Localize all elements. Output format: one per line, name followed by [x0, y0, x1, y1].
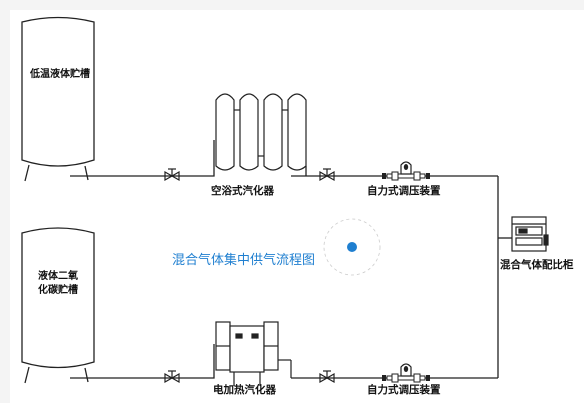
regulator-top[interactable] — [381, 161, 431, 181]
tank-co2 — [21, 227, 95, 384]
indicator-dot — [323, 218, 381, 276]
tank-co2-label-line2: 化碳贮槽 — [38, 284, 78, 296]
diagram-title: 混合气体集中供气流程图 — [172, 253, 316, 268]
valve-bottom-left[interactable] — [164, 370, 180, 383]
tank-cryogenic-label: 低温液体贮槽 — [30, 69, 90, 80]
tank-co2-label-line1: 液体二氧 — [38, 271, 78, 282]
regulator-bottom[interactable] — [381, 363, 431, 383]
vaporizer-air-bath — [215, 93, 307, 171]
mixing-cabinet-label: 混合气体配比柜 — [500, 259, 574, 271]
valve-top-right[interactable] — [319, 168, 335, 181]
regulator-top-label: 自力式调压装置 — [367, 185, 441, 197]
vaporizer-air-bath-label: 空浴式汽化器 — [211, 185, 274, 197]
tank-cryogenic — [21, 16, 95, 182]
vaporizer-electric — [215, 321, 292, 386]
valve-bottom-right[interactable] — [319, 370, 335, 383]
regulator-bottom-label: 自力式调压装置 — [367, 384, 441, 396]
mixing-cabinet — [511, 216, 549, 252]
vaporizer-electric-label: 电加热汽化器 — [213, 384, 276, 396]
tank-co2-label: 液体二氧 化碳贮槽 — [22, 270, 94, 297]
diagram-canvas — [10, 10, 584, 403]
valve-top-left[interactable] — [164, 168, 180, 181]
